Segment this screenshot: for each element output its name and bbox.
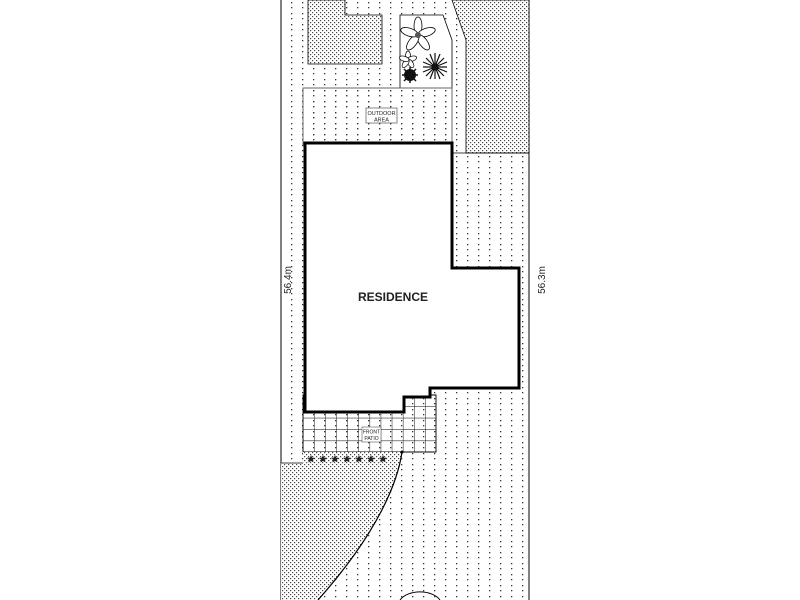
plant-fern-icon — [422, 53, 448, 80]
residence — [303, 141, 521, 414]
front-patio-label: FRONT — [363, 430, 380, 436]
shrub-row — [307, 455, 387, 463]
plant-flower-icon — [400, 16, 436, 51]
outdoor-area-label: OUTDOOR — [367, 111, 395, 117]
shrub-icon — [319, 455, 327, 463]
plant-small-flower-icon — [399, 50, 417, 68]
residence-label: RESIDENCE — [358, 290, 428, 304]
shrub-icon — [379, 455, 387, 463]
shrub-icon — [343, 455, 351, 463]
shrub-icon — [355, 455, 363, 463]
right-boundary-length: 56.3m — [537, 266, 548, 294]
plant-shrub-icon — [402, 67, 418, 83]
shrub-icon — [307, 455, 315, 463]
shrub-icon — [367, 455, 375, 463]
outdoor-area-label-2: AREA — [374, 118, 389, 124]
front-patio-label-2: PATIO — [364, 436, 378, 442]
tree-outline — [399, 591, 441, 600]
shrub-icon — [331, 455, 339, 463]
left-boundary-length: 56.4m — [283, 266, 294, 294]
